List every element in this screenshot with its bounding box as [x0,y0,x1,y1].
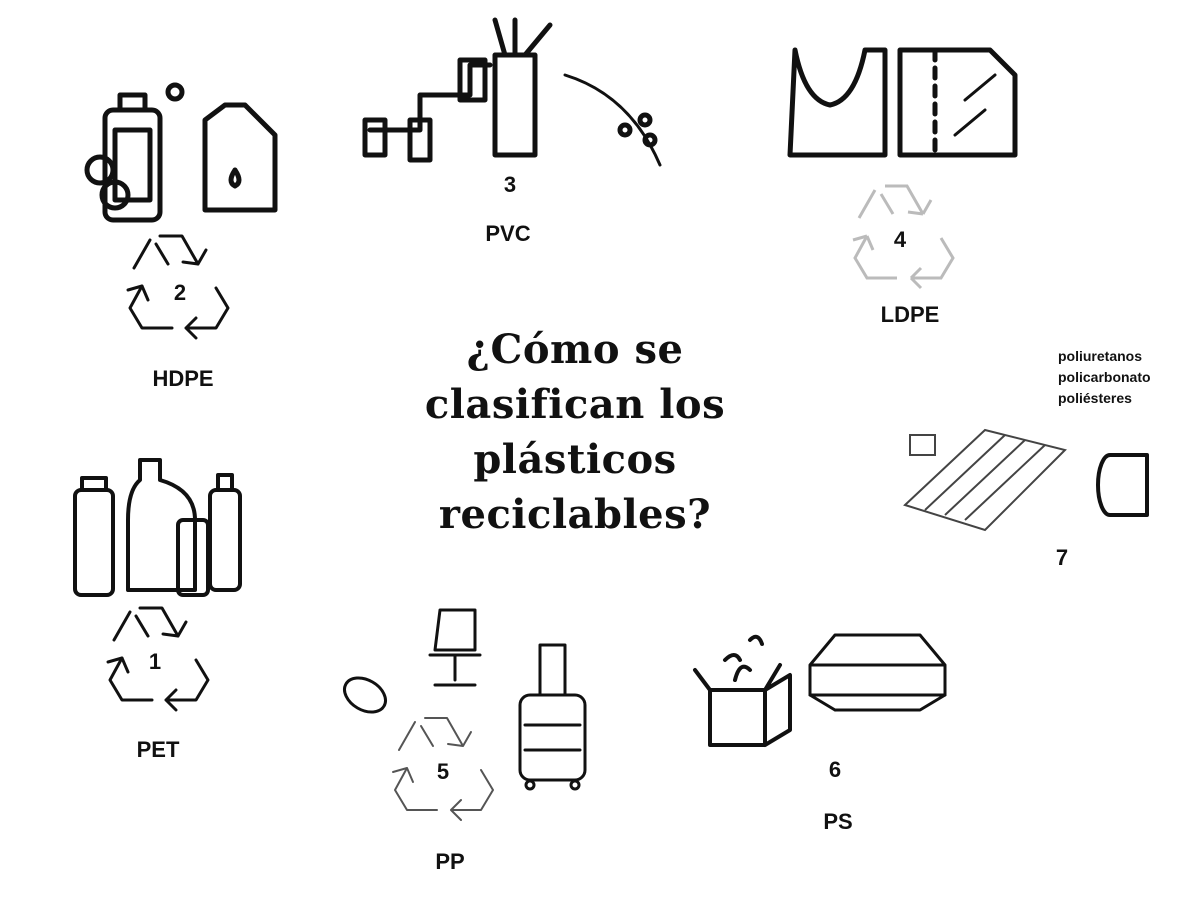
other-plastics-list: poliuretanos policarbonato poliésteres [1058,346,1151,409]
category-name-pet: PET [136,737,180,762]
title-line: reciclables? [438,491,712,538]
category-name-pp: PP [435,849,465,874]
category-name-hdpe: HDPE [152,366,214,391]
example-item: poliésteres [1058,390,1132,406]
category-number: 3 [503,172,517,197]
category-name-ps: PS [823,809,853,834]
bottles-detergent-icon [84,82,278,223]
pipes-cables-icon [362,17,662,167]
title-line: clasifican los [424,381,726,428]
ps-box-container-icon [693,633,947,747]
category-number: 6 [828,757,842,782]
main-title: ¿Cómo se clasifican los plásticos recicl… [425,322,725,542]
title-line: plásticos [473,436,677,483]
example-item: poliuretanos [1058,348,1143,364]
title-line: ¿Cómo se [466,326,684,373]
example-item: policarbonato [1058,369,1151,385]
category-number: 2 [173,280,187,305]
category-number: 4 [893,227,907,252]
bag-film-icon [787,47,1018,158]
category-name-ldpe: LDPE [880,302,940,327]
pet-bottles-icon [73,458,242,597]
category-name-pvc: PVC [485,221,531,246]
category-number: 1 [148,649,162,674]
polycarbonate-sheet-icon [903,428,1149,532]
category-number: 5 [436,759,450,784]
pp-items-icon [343,608,587,791]
category-number: 7 [1055,545,1069,570]
